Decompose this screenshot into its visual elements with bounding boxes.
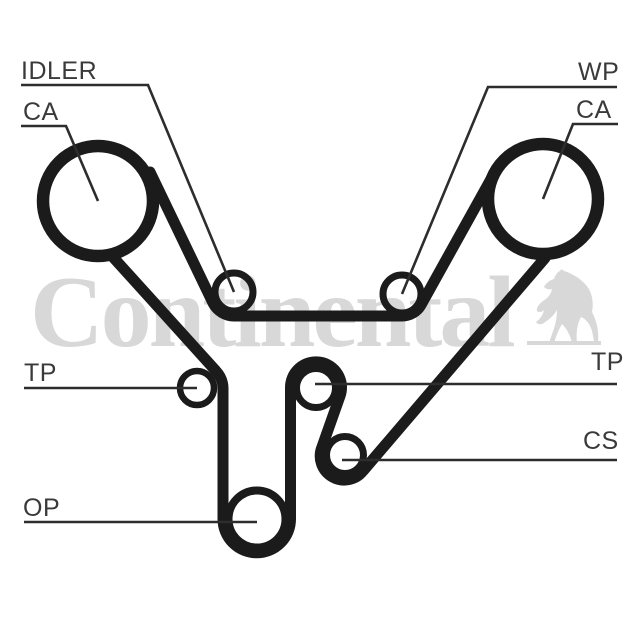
idler-leader-line <box>21 83 236 293</box>
tp-left-label: TP <box>24 359 57 387</box>
pulley-ca-left <box>36 139 160 263</box>
pulley-tp-middle <box>293 365 339 411</box>
continental-horse-icon <box>536 269 599 343</box>
idler-label: IDLER <box>21 57 97 85</box>
wp-label: WP <box>578 58 619 86</box>
pulley-idler <box>211 269 257 315</box>
pulley-cs <box>323 433 367 477</box>
wp-leader-line <box>400 85 617 295</box>
pulley-ca-right <box>481 137 605 261</box>
pulley-wp <box>379 271 425 317</box>
ca-left-label: CA <box>23 98 59 126</box>
ca-right-leader-line <box>541 122 618 200</box>
cs-label: CS <box>583 427 619 455</box>
horse-baseline-bar <box>527 341 601 345</box>
ca-left-leader-line <box>21 124 100 202</box>
tp-right-label: TP <box>591 348 624 376</box>
ca-right-label: CA <box>576 96 612 124</box>
op-label: OP <box>23 494 60 522</box>
pulley-op <box>224 486 290 552</box>
